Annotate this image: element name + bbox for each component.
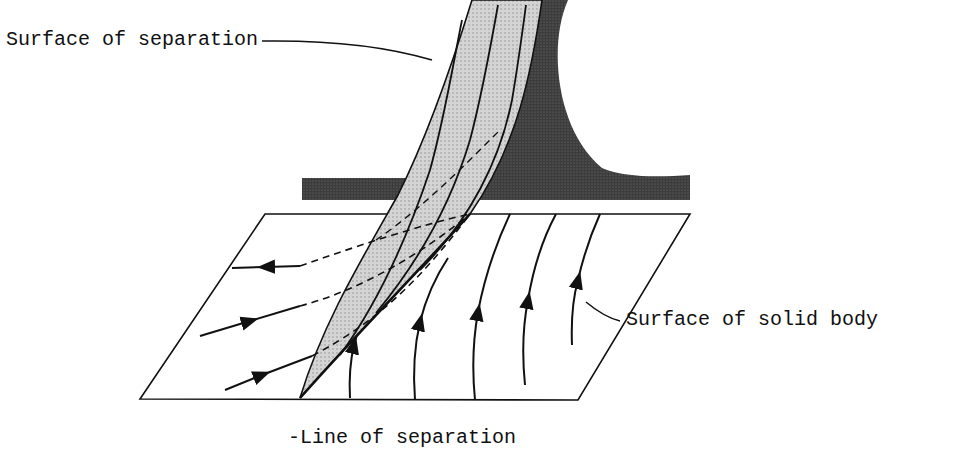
- streamline: [232, 266, 300, 268]
- leader-line: [262, 41, 432, 60]
- streamline: [473, 214, 510, 400]
- surface-label: Surface of solid body: [626, 308, 878, 332]
- line-label: -Line of separation: [288, 426, 516, 450]
- surface-streamline: [340, 20, 462, 355]
- surface-label: Surface of separation: [6, 28, 258, 52]
- hidden-streamline: [312, 214, 470, 356]
- hidden-streamline: [300, 214, 470, 306]
- leader-line: [586, 302, 620, 321]
- streamline: [200, 306, 300, 336]
- streamline: [414, 258, 448, 400]
- surface-streamline: [420, 5, 526, 270]
- hidden-streamline: [300, 214, 470, 266]
- streamline: [225, 356, 312, 390]
- separation-line: [300, 214, 470, 398]
- streamline: [572, 214, 600, 345]
- separation-surface: [300, 0, 542, 398]
- streamline: [523, 214, 556, 385]
